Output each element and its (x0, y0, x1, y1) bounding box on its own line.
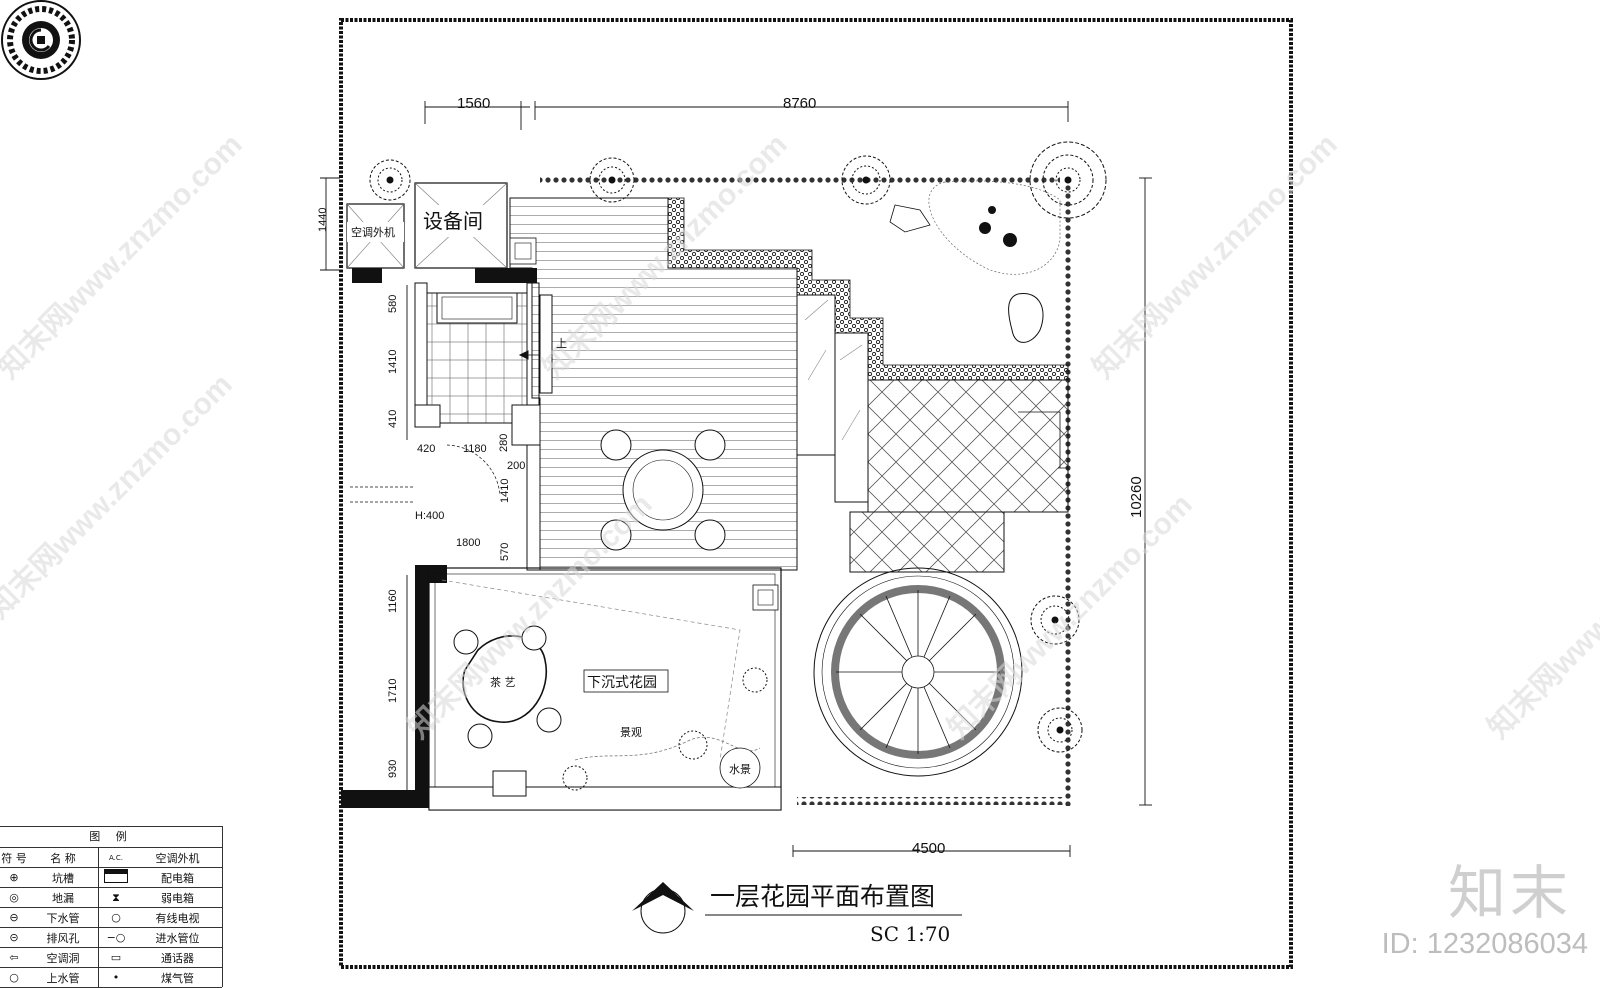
legend-row: ⊕ 坑槽 配电箱 (0, 867, 222, 888)
dining-set (600, 429, 726, 551)
dim-1410a: 1410 (387, 350, 399, 374)
dim-200: 200 (507, 460, 525, 472)
dim-280: 280 (498, 434, 510, 452)
legend-header-name: 名 称 (28, 848, 99, 868)
vent-hole-icon: ⊝ (0, 927, 28, 948)
watermark-text: 知末网www.znzmo.com (0, 368, 239, 625)
flower-icon (979, 206, 1017, 247)
north-arrow-icon (632, 882, 962, 934)
legend-name: 排风孔 (28, 927, 99, 948)
legend-name2: 进水管位 (133, 927, 222, 948)
dim-right-main: 10260 (1128, 476, 1145, 518)
legend-header-row: 符 号 名 称 A.C. 空调外机 (0, 848, 222, 868)
brand-watermark: 知末 (1447, 859, 1572, 927)
building-walls (341, 268, 537, 808)
dim-580: 580 (387, 295, 399, 313)
legend-name2: 弱电箱 (133, 887, 222, 908)
legend-header-symbol: 符 号 (0, 848, 28, 868)
equipment-room-label: 设备间 (423, 209, 483, 233)
tea-rock-icon (462, 635, 548, 723)
dim-410: 410 (387, 410, 399, 428)
rock-icon (1008, 293, 1044, 343)
water-supply-icon: ○ (0, 967, 28, 988)
brand-id: ID: 1232086034 (1381, 928, 1588, 960)
legend-table: 图 例 符 号 名 称 A.C. 空调外机 ⊕ 坑槽 配电箱 ◎ 地漏 ⧗ 弱电… (0, 826, 223, 988)
legend-row: ⊝ 排风孔 −○ 进水管位 (0, 927, 222, 948)
dim-1710: 1710 (387, 679, 399, 703)
sheet-border (339, 18, 1293, 969)
herringbone-paving-2 (849, 511, 1005, 573)
legend-name2: 有线电视 (133, 907, 222, 928)
tea-label: 茶 艺 (490, 676, 516, 689)
dim-bottom-main: 4500 (912, 840, 945, 857)
sunken-garden-label: 下沉式花园 (587, 675, 657, 691)
legend-name: 下水管 (28, 907, 99, 928)
dim-top-left: 1560 (457, 95, 490, 112)
legend-row: ⇦ 空调洞 ▭ 通话器 (0, 947, 222, 968)
herringbone-paving (867, 379, 1069, 513)
lawn-curve (928, 180, 1061, 275)
dim-570: 570 (499, 543, 511, 561)
sunken-garden (428, 567, 782, 811)
dimension-lines (320, 101, 1152, 857)
compass-logo-icon (1, 0, 81, 80)
legend-name: 上水管 (28, 967, 99, 988)
weak-current-box-icon: ⧗ (98, 887, 133, 908)
landscape-label: 景观 (620, 726, 642, 739)
legend-name2: 通话器 (133, 947, 222, 968)
legend-row: ◎ 地漏 ⧗ 弱电箱 (0, 887, 222, 908)
legend-name2: 配电箱 (133, 867, 222, 888)
intercom-icon: ▭ (98, 947, 133, 968)
stepping-stones (796, 294, 869, 503)
cable-tv-icon: ○ (98, 907, 133, 928)
drawing-title: 一层花园平面布置图 (710, 882, 935, 911)
ac-hole-icon: ⇦ (0, 947, 28, 968)
drawing-scale: SC 1:70 (870, 922, 950, 946)
legend-row: ⊖ 下水管 ○ 有线电视 (0, 907, 222, 928)
tree-icons (369, 141, 1107, 753)
legend-header-symbol2: A.C. (98, 848, 133, 868)
dim-left-top: 1440 (317, 208, 329, 232)
dim-420: 420 (417, 443, 435, 455)
legend-name2: 煤气管 (133, 967, 222, 988)
stair-up-label: 上 (556, 337, 567, 350)
dim-1410b: 1410 (499, 479, 511, 503)
water-feature-label: 水景 (729, 763, 751, 776)
legend-name: 坑槽 (28, 867, 99, 888)
dim-1180: 1180 (463, 443, 487, 455)
legend-title: 图 例 (0, 827, 222, 848)
watermark-text: 知末网www.znzmo.com (0, 128, 249, 385)
watermark-text: 知末网www.znzmo.com (1482, 488, 1600, 745)
circular-plaza (813, 567, 1023, 777)
legend-name: 空调洞 (28, 947, 99, 968)
dim-930: 930 (387, 760, 399, 778)
watermark-text: 知末网www.znzmo.com (1087, 128, 1344, 385)
legend-name: 地漏 (28, 887, 99, 908)
ac-unit-label: 空调外机 (351, 225, 395, 239)
height-note: H:400 (415, 510, 444, 522)
equipment-room-box (414, 182, 508, 269)
pit-icon: ⊕ (0, 867, 28, 888)
legend-header-name2: 空调外机 (133, 848, 222, 868)
drain-pipe-icon: ⊖ (0, 907, 28, 928)
interior-room (350, 282, 553, 571)
dim-top-main: 8760 (783, 95, 816, 112)
distribution-box-icon (98, 867, 133, 888)
dim-1800: 1800 (456, 537, 480, 549)
dim-1160: 1160 (387, 589, 399, 613)
gas-pipe-icon: • (98, 967, 133, 988)
floor-drain-icon: ◎ (0, 887, 28, 908)
water-inlet-icon: −○ (98, 927, 133, 948)
legend-row: ○ 上水管 • 煤气管 (0, 967, 222, 988)
